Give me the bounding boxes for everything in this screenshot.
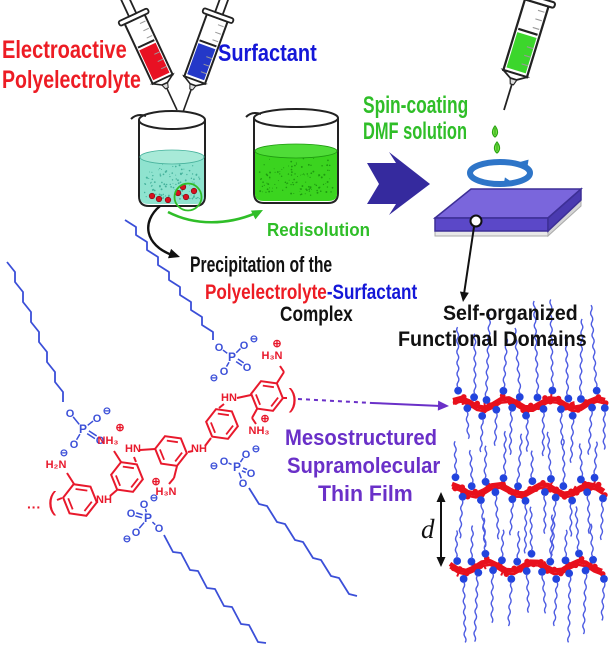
svg-text:⊕: ⊕: [260, 413, 269, 425]
svg-text:O: O: [132, 527, 141, 539]
label-electroactive-line2: Polyelectrolyte: [2, 66, 141, 94]
label-meso-line1: Mesostructured: [285, 425, 438, 450]
svg-text:P: P: [79, 422, 87, 436]
label-electroactive-line1: Electroactive: [2, 36, 127, 64]
svg-text:O: O: [220, 366, 229, 378]
label-redisolution: Redisolution: [267, 219, 371, 240]
svg-text:O: O: [66, 408, 75, 420]
label-surfactant: Surfactant: [218, 40, 317, 67]
red-syringe-icon: [117, 0, 178, 111]
label-spin-coating-line2: DMF solution: [363, 118, 467, 145]
label-meso-line3: Thin Film: [318, 481, 413, 506]
svg-text:(: (: [48, 486, 57, 516]
svg-text:NH₃: NH₃: [249, 425, 270, 437]
svg-text:NH: NH: [96, 494, 112, 506]
svg-text:HN: HN: [221, 392, 237, 404]
spin-coating-station: [432, 125, 583, 302]
svg-text:O: O: [243, 362, 252, 374]
svg-text:NH: NH: [191, 443, 207, 455]
svg-text:): ): [289, 383, 298, 413]
svg-text:O: O: [247, 468, 256, 480]
svg-text:⊖: ⊖: [210, 461, 218, 472]
blue-syringe-icon: [181, 0, 235, 113]
svg-text:O: O: [239, 478, 248, 490]
svg-text:O: O: [242, 449, 251, 461]
svg-text:⊖: ⊖: [250, 334, 258, 345]
label-polyelectrolyte-part: Polyelectrolyte: [205, 281, 327, 304]
svg-text:⊖: ⊖: [252, 444, 260, 455]
label-spin-coating-line1: Spin-coating: [363, 92, 469, 119]
lamellar-domains: [436, 299, 609, 643]
label-precipitation-line1: Precipitation of the: [190, 252, 333, 277]
label-precipitation-line3: Complex: [280, 303, 353, 326]
svg-text:H₃N: H₃N: [262, 350, 283, 362]
svg-text:O: O: [93, 413, 102, 425]
redisolution-beaker: [245, 108, 339, 204]
svg-text:⊕: ⊕: [272, 338, 281, 350]
green-syringe-icon: [500, 0, 556, 111]
process-arrows: [147, 152, 449, 411]
svg-text:O: O: [140, 499, 149, 511]
svg-text:O: O: [70, 439, 79, 451]
svg-text:O: O: [215, 342, 224, 354]
svg-text:H₂N: H₂N: [46, 459, 67, 471]
label-meso-line2: Supramolecular: [287, 453, 441, 478]
surfactant-chains: [6, 219, 358, 644]
svg-text:O: O: [96, 435, 105, 447]
svg-text:⊖: ⊖: [60, 448, 68, 459]
svg-text:H₃N: H₃N: [156, 486, 177, 498]
svg-text:⊖: ⊖: [123, 534, 131, 545]
svg-text:O: O: [155, 523, 164, 535]
svg-text:O: O: [127, 508, 136, 520]
syringes: [117, 0, 556, 113]
svg-text:⊕: ⊕: [151, 476, 160, 488]
label-d-spacing: d: [421, 514, 435, 544]
svg-text:O: O: [240, 340, 249, 352]
svg-text:P: P: [228, 350, 236, 364]
svg-text:⊕: ⊕: [115, 422, 124, 434]
svg-text:NH₃: NH₃: [98, 435, 119, 447]
label-selforganized-line1: Self-organized: [443, 302, 578, 325]
svg-text:⊖: ⊖: [210, 373, 218, 384]
label-surfactant-part: -Surfactant: [326, 281, 418, 304]
mixing-beaker: [130, 110, 206, 212]
svg-text:P: P: [233, 460, 241, 474]
label-selforganized-line2: Functional Domains: [398, 328, 587, 351]
svg-text:⊖: ⊖: [103, 406, 111, 417]
svg-text:P: P: [144, 511, 152, 525]
svg-text:HN: HN: [125, 443, 141, 455]
label-precipitation-line2: Polyelectrolyte-Surfactant: [205, 282, 417, 303]
svg-text:O: O: [220, 456, 229, 468]
svg-text:···: ···: [27, 499, 41, 515]
svg-text:⊖: ⊖: [150, 493, 158, 504]
